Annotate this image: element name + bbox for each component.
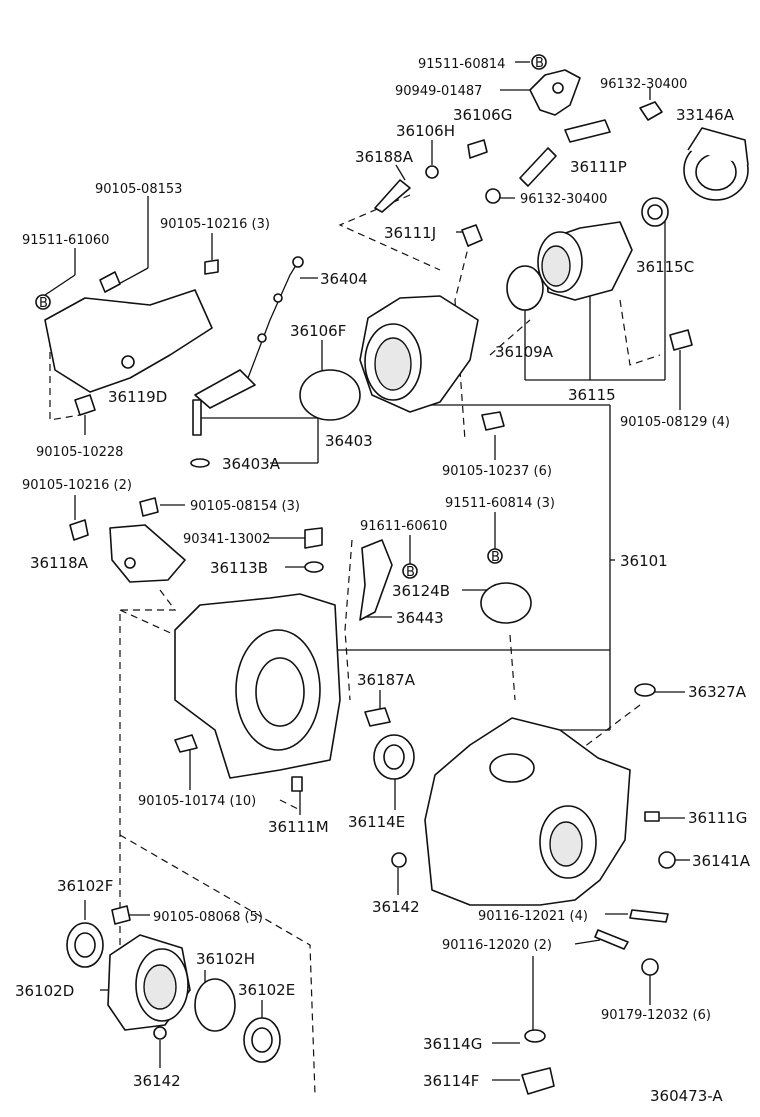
b-marker: B <box>535 56 544 71</box>
callout-91511-61060: 91511-61060 <box>22 233 109 248</box>
callout-36101: 36101 <box>620 552 668 570</box>
callout-36111J: 36111J <box>384 224 436 242</box>
callout-36114E: 36114E <box>348 813 405 831</box>
callout-91511-60814-top: 91511-60814 <box>418 57 505 72</box>
callout-36118A: 36118A <box>30 554 89 572</box>
callout-36111M: 36111M <box>268 818 329 836</box>
callout-96132-30400-b: 96132-30400 <box>520 192 607 207</box>
diagram-id: 360473-A <box>650 1087 723 1105</box>
callout-33146A: 33146A <box>676 106 735 124</box>
callout-91611-60610: 91611-60610 <box>360 519 447 534</box>
b-marker: B <box>491 550 500 565</box>
callout-36114F: 36114F <box>423 1072 479 1090</box>
callout-36115C: 36115C <box>636 258 694 276</box>
callout-36124B: 36124B <box>392 582 450 600</box>
callout-36142-b: 36142 <box>133 1072 181 1090</box>
callout-36102E: 36102E <box>238 981 295 999</box>
callout-90105-10216-3: 90105-10216 (3) <box>160 217 270 232</box>
callout-36115: 36115 <box>568 386 616 404</box>
callout-90341-13002: 90341-13002 <box>183 532 270 547</box>
callout-90105-08154-3: 90105-08154 (3) <box>190 499 300 514</box>
callout-36102F: 36102F <box>57 877 113 895</box>
callout-36113B: 36113B <box>210 559 268 577</box>
b-marker: B <box>406 565 415 580</box>
callout-90105-10174-10: 90105-10174 (10) <box>138 794 256 809</box>
callout-36114G: 36114G <box>423 1035 482 1053</box>
callout-36142-a: 36142 <box>372 898 420 916</box>
callout-90116-12021-4: 90116-12021 (4) <box>478 909 588 924</box>
callout-90105-08068-5: 90105-08068 (5) <box>153 910 263 925</box>
callout-36443: 36443 <box>396 609 444 627</box>
callout-91511-60814-3: 91511-60814 (3) <box>445 496 555 511</box>
callout-96132-30400-a: 96132-30400 <box>600 77 687 92</box>
parts <box>35 54 749 1095</box>
b-markers: B B B B <box>39 56 544 580</box>
callout-36141A: 36141A <box>692 852 751 870</box>
callout-36111P: 36111P <box>570 158 627 176</box>
callout-90105-10228: 90105-10228 <box>36 445 123 460</box>
callout-labels: 91511-60814 90949-01487 96132-30400 3610… <box>15 57 751 1105</box>
callout-36109A: 36109A <box>495 343 554 361</box>
callout-90949-01487: 90949-01487 <box>395 84 482 99</box>
callout-36187A: 36187A <box>357 671 416 689</box>
callout-90105-10237-6: 90105-10237 (6) <box>442 464 552 479</box>
callout-36403A: 36403A <box>222 455 281 473</box>
callout-90105-08153: 90105-08153 <box>95 182 182 197</box>
b-marker: B <box>39 296 48 311</box>
callout-36102H: 36102H <box>196 950 255 968</box>
callout-36188A: 36188A <box>355 148 414 166</box>
callout-36111G: 36111G <box>688 809 747 827</box>
callout-36106G: 36106G <box>453 106 512 124</box>
callout-36102D: 36102D <box>15 982 74 1000</box>
leader-lines <box>44 61 690 1081</box>
callout-36403: 36403 <box>325 432 373 450</box>
callout-36404: 36404 <box>320 270 368 288</box>
callout-36119D: 36119D <box>108 388 167 406</box>
callout-36327A: 36327A <box>688 683 747 701</box>
callout-36106F: 36106F <box>290 322 346 340</box>
callout-90105-10216-2: 90105-10216 (2) <box>22 478 132 493</box>
callout-90179-12032-6: 90179-12032 (6) <box>601 1008 711 1023</box>
callout-90105-08129-4: 90105-08129 (4) <box>620 415 730 430</box>
callout-36106H: 36106H <box>396 122 455 140</box>
callout-90116-12020-2: 90116-12020 (2) <box>442 938 552 953</box>
